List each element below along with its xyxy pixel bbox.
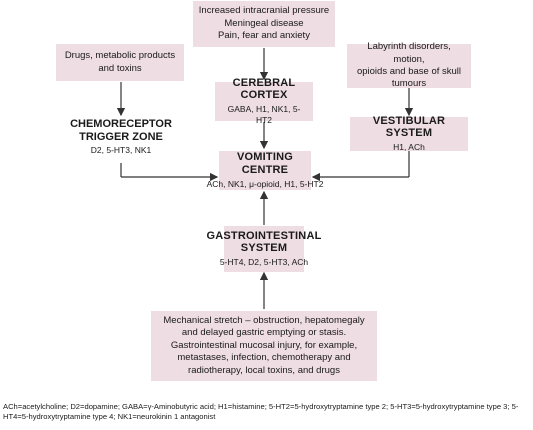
gi-title-line2: SYSTEM <box>240 242 288 255</box>
chemoreceptor-trigger-zone: CHEMORECEPTOR TRIGGER ZONE D2, 5-HT3, NK… <box>66 118 176 156</box>
gi-title-line1: GASTROINTESTINAL <box>206 229 322 242</box>
vomiting-centre-receptors: ACh, NK1, μ-opioid, H1, 5-HT2 <box>206 178 324 189</box>
cerebral-cortex-receptors: GABA, H1, NK1, 5-HT2 <box>227 104 301 126</box>
drugs-trigger-line: and toxins <box>98 62 142 74</box>
labyrinth-trigger-line: Labyrinth disorders, motion, <box>367 41 451 65</box>
vestibular-title: VESTIBULAR SYSTEM <box>372 114 446 140</box>
drugs-trigger-box: Drugs, metabolic products and toxins <box>56 44 184 81</box>
labyrinth-trigger-box: Labyrinth disorders, motion, opioids and… <box>347 41 471 90</box>
gi-causes-line: and delayed gastric emptying or stasis. <box>181 327 347 339</box>
cerebral-cortex-box: CEREBRAL CORTEX GABA, H1, NK1, 5-HT2 <box>215 77 313 125</box>
top-trigger-line: Pain, fear and anxiety <box>218 30 310 42</box>
vestibular-system-box: VESTIBULAR SYSTEM H1, ACh <box>350 114 468 153</box>
ctz-title-line2: TRIGGER ZONE <box>79 130 163 143</box>
gastrointestinal-system-box: GASTROINTESTINAL SYSTEM 5-HT4, D2, 5-HT3… <box>206 226 321 272</box>
vomiting-centre-title: VOMITING CENTRE <box>237 151 293 176</box>
cerebral-cortex-title: CEREBRAL CORTEX <box>232 76 296 102</box>
gi-causes-box: Mechanical stretch – obstruction, hepato… <box>151 311 377 381</box>
vomiting-centre-box: VOMITING CENTRE ACh, NK1, μ-opioid, H1, … <box>207 151 323 190</box>
gi-causes-line: Gastrointestinal mucosal injury, for exa… <box>170 339 358 351</box>
gi-receptors: 5-HT4, D2, 5-HT3, ACh <box>219 257 309 268</box>
labyrinth-trigger-line: opioids and base of skull <box>356 66 462 77</box>
gi-causes-line: radiotherapy, local toxins, and drugs <box>188 364 340 376</box>
abbreviations-footnote: ACh=acetylcholine; D2=dopamine; GABA=γ-A… <box>3 402 519 422</box>
top-trigger-box: Increased intracranial pressure Meningea… <box>193 1 335 47</box>
gi-causes-line: metastases, infection, chemotherapy and <box>177 352 351 364</box>
top-trigger-line: Meningeal disease <box>224 17 304 29</box>
ctz-receptors: D2, 5-HT3, NK1 <box>90 145 152 156</box>
gi-causes-line: Mechanical stretch – obstruction, hepato… <box>163 315 365 327</box>
labyrinth-trigger-line: tumours <box>391 78 427 90</box>
ctz-title-line1: CHEMORECEPTOR <box>70 118 172 130</box>
top-trigger-line: Increased intracranial pressure <box>198 5 330 17</box>
drugs-trigger-line: Drugs, metabolic products <box>64 50 176 62</box>
vestibular-receptors: H1, ACh <box>393 142 425 153</box>
